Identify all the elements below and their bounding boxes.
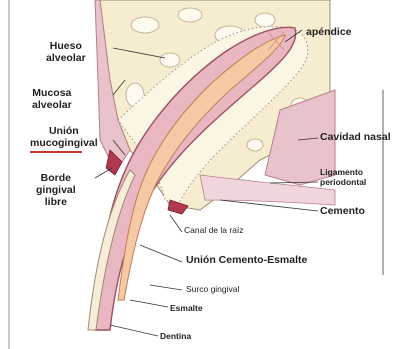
- label-mucosa-line2: alveolar: [32, 99, 72, 111]
- label-union-line1: Unión: [30, 125, 98, 137]
- label-apendice: apéndice: [306, 26, 352, 38]
- label-union-cemento-esmalte: Unión Cemento-Esmalte: [186, 254, 307, 266]
- label-mucosa-line1: Mucosa: [32, 87, 72, 99]
- label-canal-raiz: Canal de la raíz: [184, 226, 244, 236]
- label-hueso-alveolar: Hueso alveolar: [46, 40, 86, 64]
- label-union-mucogingival: Unión mucogingival: [30, 125, 98, 149]
- mucogingival-underline: [30, 151, 82, 153]
- label-union-line2: mucogingival: [30, 137, 98, 149]
- label-ligamento-line2: periodontal: [320, 178, 366, 188]
- label-dentina: Dentina: [160, 332, 191, 342]
- label-hueso-line1: Hueso: [46, 40, 86, 52]
- label-hueso-line2: alveolar: [46, 52, 86, 64]
- label-cavidad-nasal: Cavidad nasal: [320, 131, 391, 143]
- label-surco-gingival: Surco gingival: [186, 285, 239, 295]
- label-borde-line3: libre: [36, 196, 76, 208]
- label-ligamento-periodontal: Ligamento periodontal: [320, 168, 366, 188]
- label-mucosa-alveolar: Mucosa alveolar: [32, 87, 72, 111]
- label-borde-gingival-libre: Borde gingival libre: [36, 172, 76, 208]
- label-borde-line1: Borde: [36, 172, 76, 184]
- label-borde-line2: gingival: [36, 184, 76, 196]
- label-esmalte: Esmalte: [170, 304, 203, 314]
- label-cemento: Cemento: [320, 205, 365, 217]
